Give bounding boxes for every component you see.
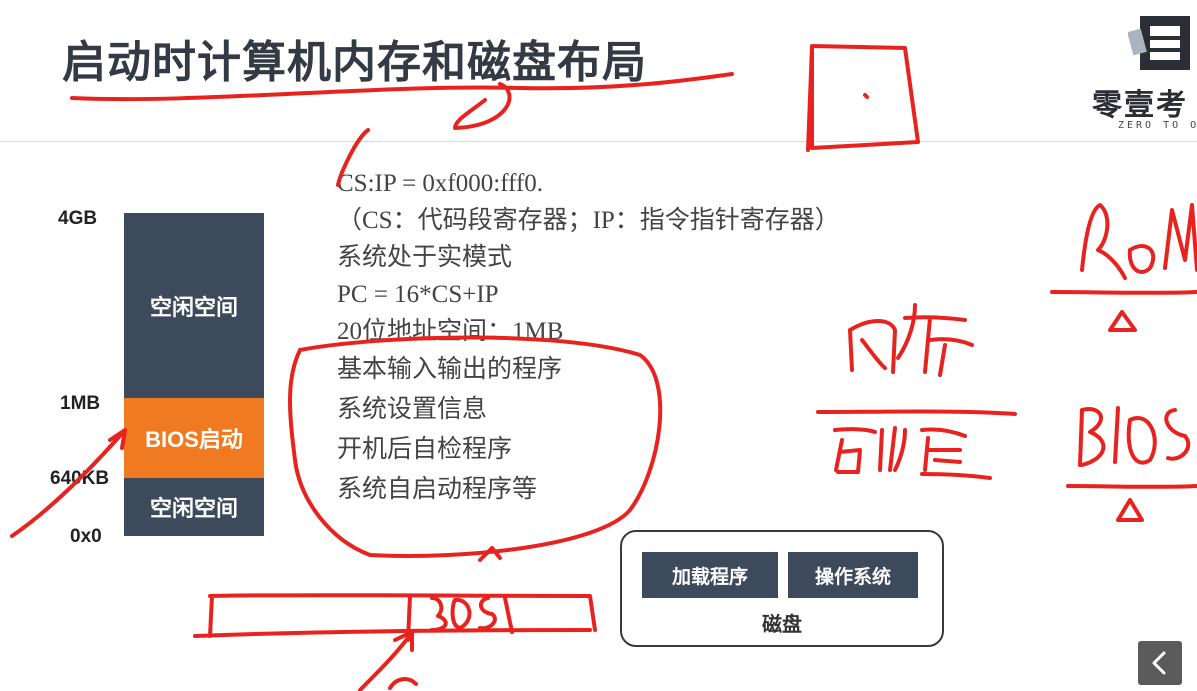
text-line: 系统自启动程序等 bbox=[337, 476, 538, 503]
address-label-4gb: 4GB bbox=[58, 208, 98, 229]
ink-neicun-scribble bbox=[848, 303, 974, 377]
address-label-0x0: 0x0 bbox=[70, 526, 102, 547]
logo-mark-icon bbox=[1128, 16, 1190, 70]
ink-cipan-scribble bbox=[833, 426, 992, 480]
ink-circle-tick bbox=[478, 546, 502, 562]
ink-bottom-arrow bbox=[358, 630, 418, 691]
ink-rom-line bbox=[1050, 290, 1197, 332]
ink-middle-line bbox=[816, 409, 1017, 416]
memory-free-space-lower: 空闲空间 bbox=[124, 478, 264, 536]
text-line: 开机后自检程序 bbox=[337, 436, 513, 463]
ink-dot bbox=[863, 93, 869, 99]
disk-diagram: 加载程序 操作系统 磁盘 bbox=[620, 530, 944, 647]
text-line: 系统设置信息 bbox=[337, 396, 488, 423]
back-button[interactable] bbox=[1138, 641, 1182, 685]
ink-box-sketch bbox=[806, 44, 920, 152]
disk-loader-block: 加载程序 bbox=[642, 552, 778, 598]
slide-title: 启动时计算机内存和磁盘布局 bbox=[62, 37, 647, 88]
ink-bios-line bbox=[1066, 484, 1197, 522]
title-divider bbox=[0, 141, 1197, 142]
text-line: 基本输入输出的程序 bbox=[337, 356, 563, 383]
text-line: PC = 16*CS+IP bbox=[337, 281, 499, 308]
address-label-640kb: 640KB bbox=[50, 468, 110, 489]
memory-free-space-upper: 空闲空间 bbox=[124, 213, 264, 398]
memory-segment-label: 空闲空间 bbox=[149, 294, 238, 320]
memory-segment-label: BIOS启动 bbox=[145, 427, 243, 452]
memory-bios-segment: BIOS启动 bbox=[124, 398, 264, 478]
text-line: （CS：代码段寄存器；IP：指令指针寄存器） bbox=[337, 207, 840, 234]
memory-segment-label: 空闲空间 bbox=[149, 496, 238, 521]
ink-bios-scribble bbox=[1078, 406, 1191, 467]
chevron-left-icon bbox=[1152, 651, 1166, 675]
address-label-1mb: 1MB bbox=[60, 393, 101, 414]
ink-rom-scribble bbox=[1080, 203, 1197, 280]
logo-tagline: ZERO TO ON bbox=[1118, 120, 1197, 131]
disk-os-block: 操作系统 bbox=[788, 552, 918, 598]
ink-bottom-scribble bbox=[406, 594, 514, 642]
text-line: 系统处于实模式 bbox=[337, 244, 513, 271]
disk-label: 磁盘 bbox=[762, 612, 802, 636]
ink-bottom-bracket bbox=[193, 593, 597, 638]
explanation-text: CS:IP = 0xf000:fff0. （CS：代码段寄存器；IP：指令指针寄… bbox=[337, 165, 840, 510]
text-line: CS:IP = 0xf000:fff0. bbox=[337, 170, 544, 197]
logo-name: 零壹考 bbox=[1092, 88, 1188, 123]
brand-logo: 零壹考 ZERO TO ON bbox=[1090, 8, 1197, 133]
text-line: 20位地址空间：1MB bbox=[337, 318, 564, 345]
